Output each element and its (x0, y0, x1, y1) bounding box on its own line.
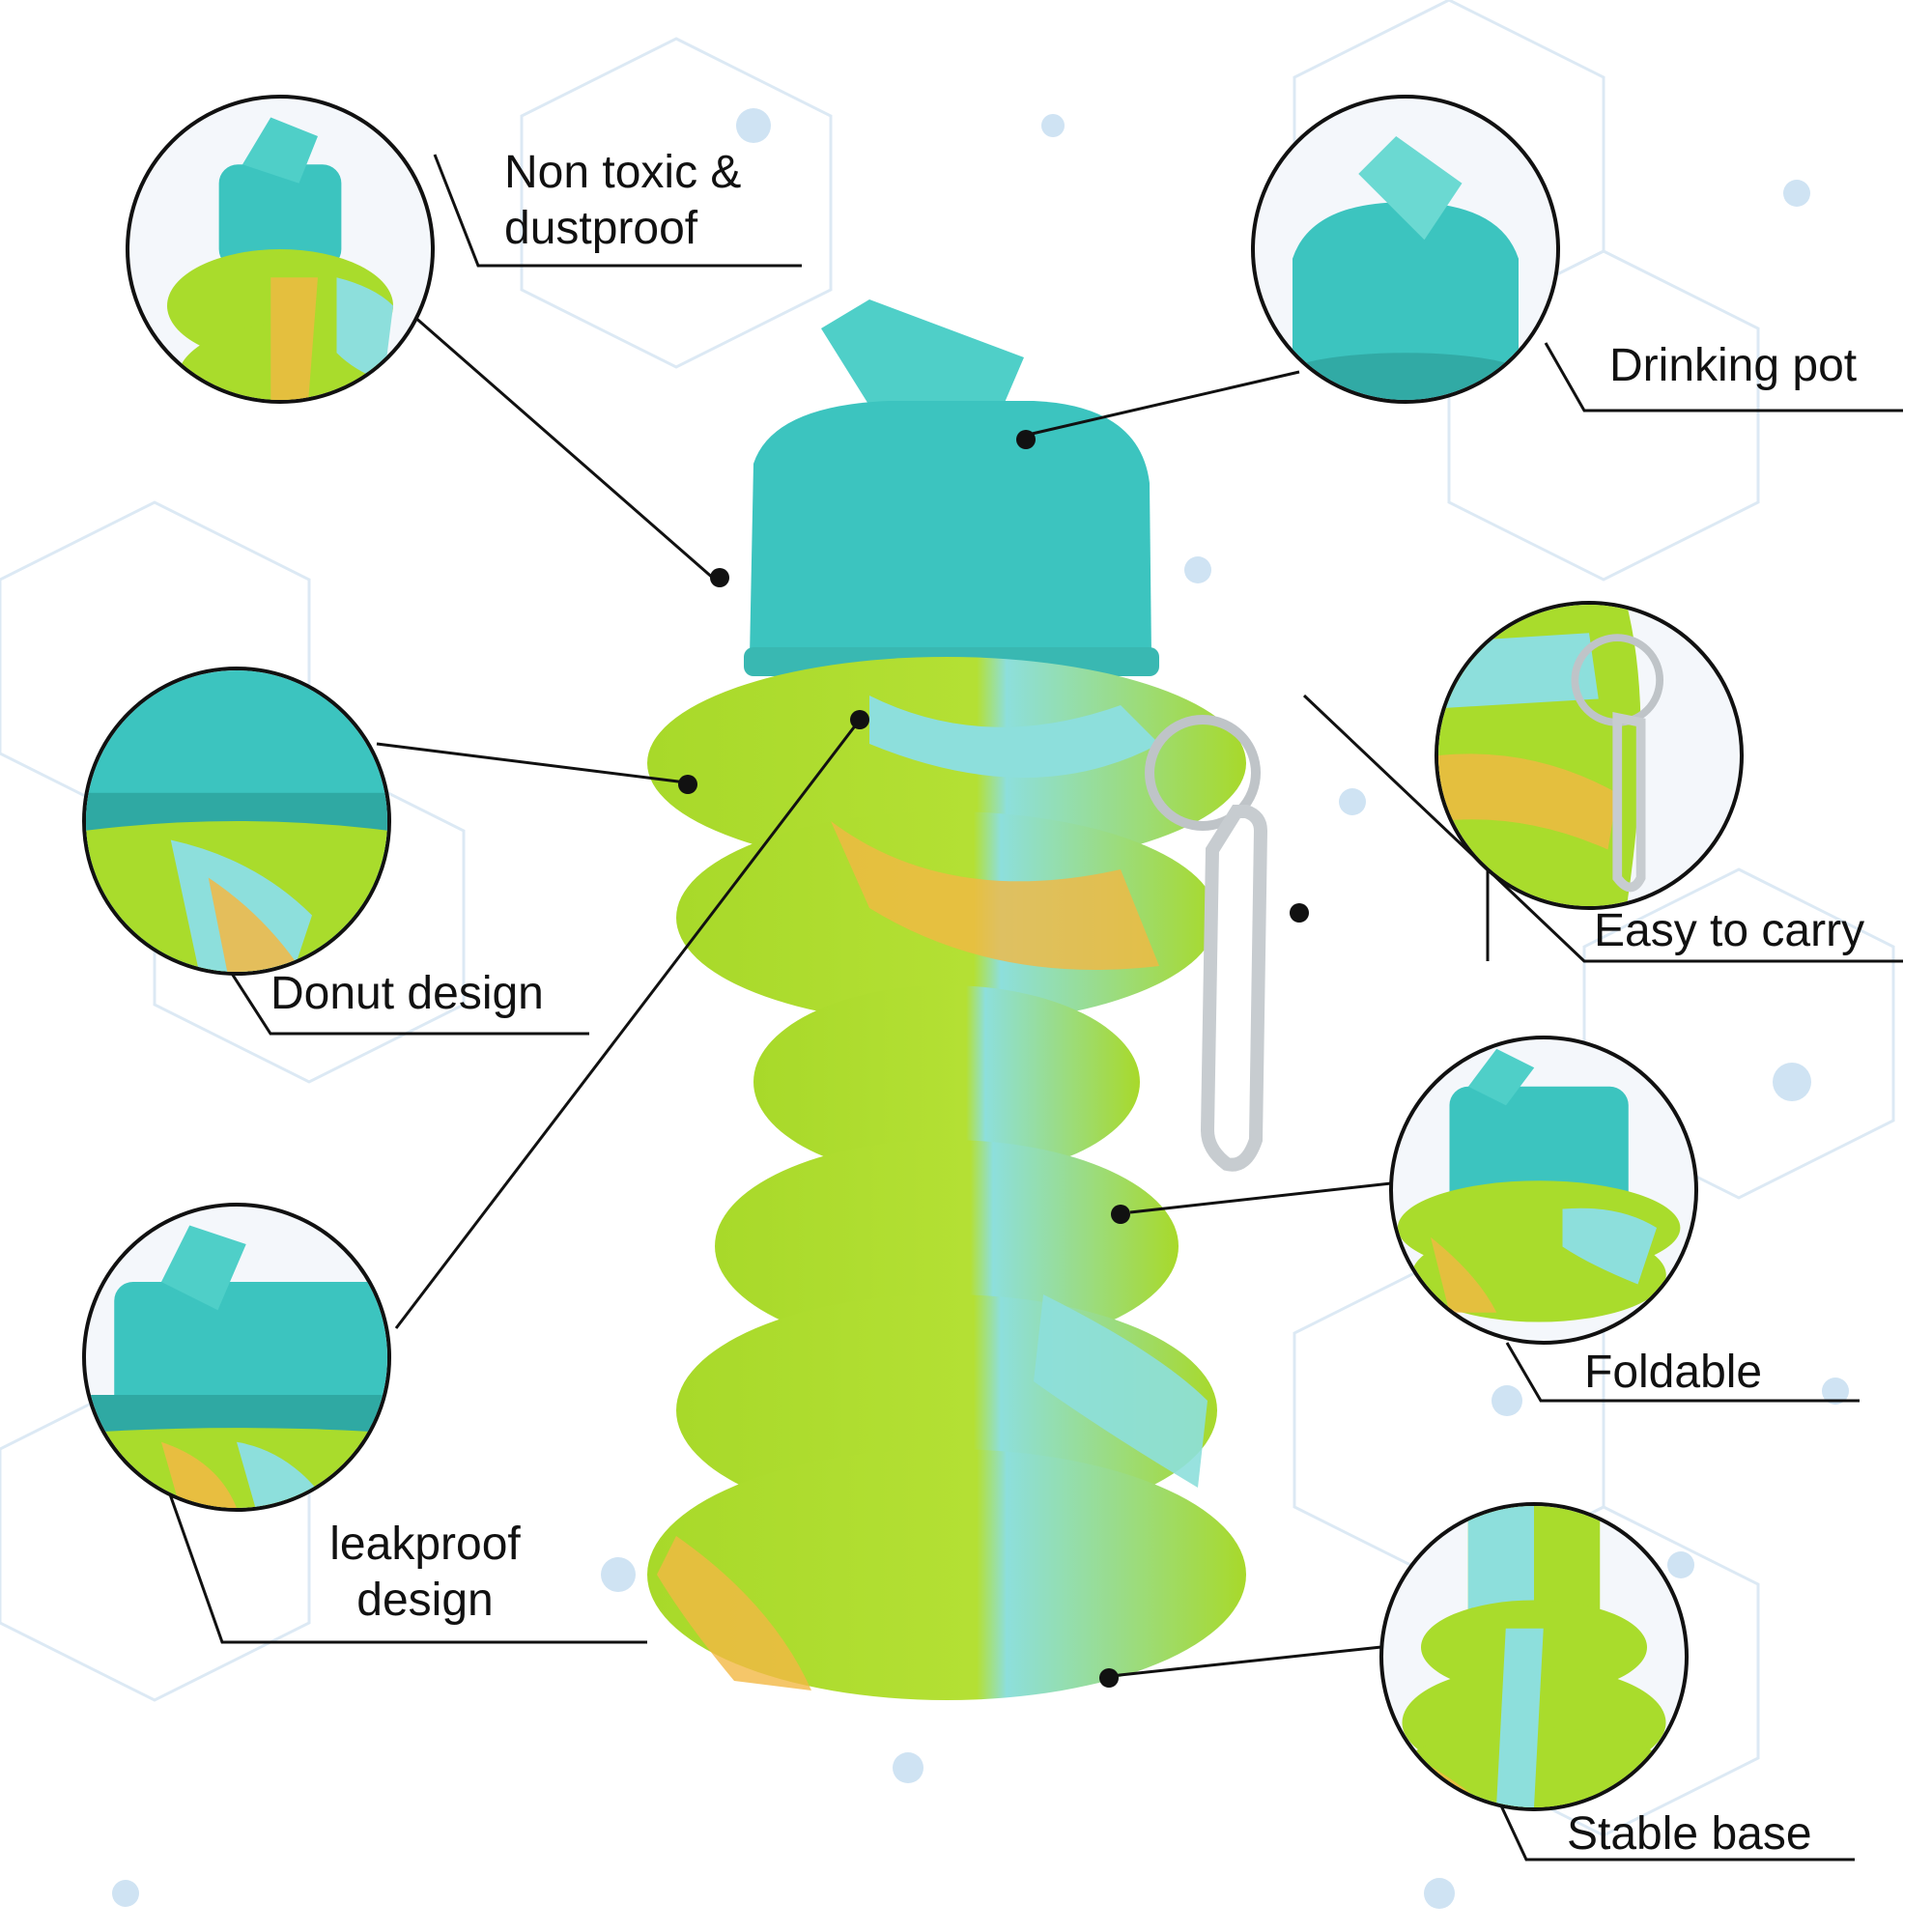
collapsible-water-bottle (647, 299, 1268, 1700)
seal-closeup-icon (86, 1225, 387, 1508)
detail-circle-foldable (1389, 1036, 1698, 1345)
detail-circle-drinking-pot (1251, 95, 1560, 404)
bottle-closeup-icon (167, 117, 393, 400)
lid-closeup-icon (1273, 136, 1538, 400)
detail-circle-non-toxic (126, 95, 435, 404)
label-non-toxic-line1: Non toxic & (504, 147, 742, 198)
lid (750, 401, 1151, 657)
label-drinking-pot-text: Drinking pot (1609, 340, 1858, 391)
folded-bottle-closeup-icon (1397, 1048, 1681, 1322)
label-donut-text: Donut design (270, 968, 544, 1019)
label-easy-carry-text: Easy to carry (1594, 905, 1865, 956)
detail-circle-donut (82, 667, 391, 976)
detail-circle-leakproof (82, 1203, 391, 1512)
donut-closeup-icon (86, 670, 387, 972)
label-foldable: Foldable (1584, 1345, 1762, 1401)
label-stable-base-text: Stable base (1567, 1808, 1812, 1860)
base-closeup-icon (1387, 1506, 1681, 1807)
label-leakproof-line2: design (356, 1575, 494, 1626)
label-leakproof-line1: leakproof (329, 1519, 521, 1570)
label-non-toxic-line2: dustproof (504, 203, 698, 254)
detail-circle-easy-carry (1435, 601, 1744, 910)
label-stable-base: Stable base (1567, 1806, 1812, 1862)
label-donut: Donut design (270, 966, 544, 1022)
detail-circle-stable-base (1379, 1502, 1689, 1811)
label-leakproof: leakproof design (290, 1517, 560, 1629)
carabiner-closeup-icon (1438, 605, 1664, 906)
label-drinking-pot: Drinking pot (1609, 338, 1857, 394)
label-non-toxic: Non toxic & dustproof (504, 145, 741, 257)
label-easy-carry: Easy to carry (1594, 903, 1864, 959)
label-foldable-text: Foldable (1584, 1347, 1763, 1398)
